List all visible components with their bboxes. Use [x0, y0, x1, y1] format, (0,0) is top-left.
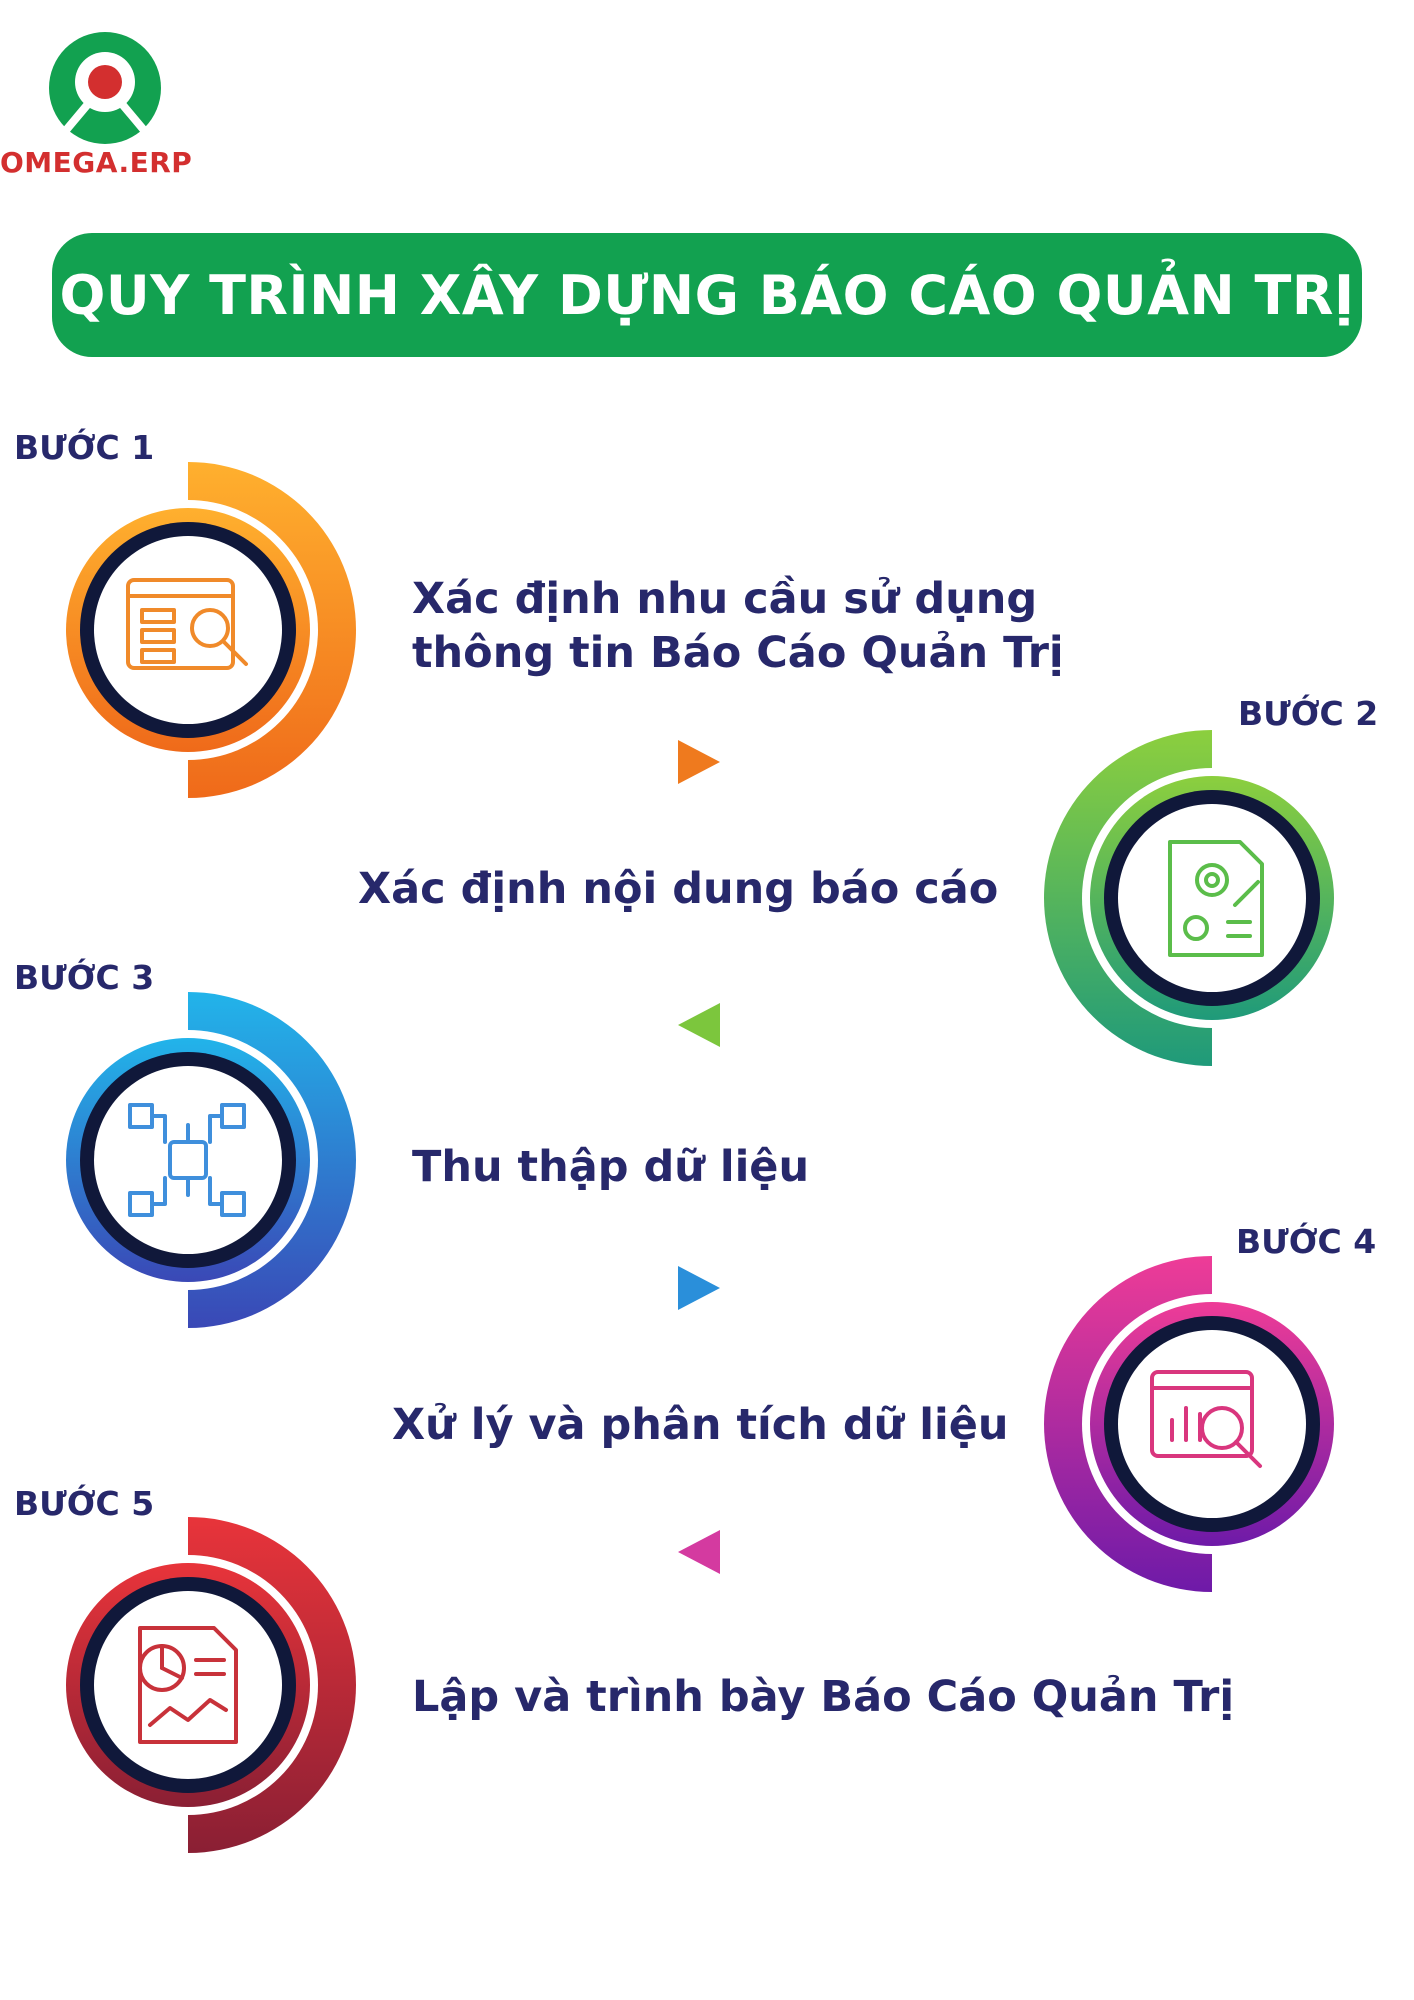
step-3-connector: [10, 1005, 720, 1310]
web-search-icon: [126, 578, 248, 670]
step-4-description: Xử lý và phân tích dữ liệu: [392, 1400, 1009, 1450]
step-1-ring: [58, 462, 356, 798]
step-4-label: BƯỚC 4: [1236, 1222, 1377, 1261]
step-2-label: BƯỚC 2: [1238, 694, 1379, 733]
step-4-ring: [1044, 1256, 1342, 1592]
circuit-chip-icon: [128, 1103, 246, 1217]
step-3-ring: [58, 992, 356, 1328]
document-settings-icon: [1168, 840, 1264, 957]
step-5-connector: [10, 1532, 1221, 1821]
brand-name: OMEGA.ERP: [0, 146, 193, 179]
chart-analysis-icon: [1150, 1370, 1262, 1468]
title-banner: QUY TRÌNH XÂY DỰNG BÁO CÁO QUẢN TRỊ: [52, 233, 1362, 357]
page-title: QUY TRÌNH XÂY DỰNG BÁO CÁO QUẢN TRỊ: [59, 263, 1355, 327]
report-pie-chart-icon: [138, 1626, 238, 1744]
step-1-description-line-2: thông tin Báo Cáo Quản Trị: [412, 628, 1064, 678]
omega-erp-pin-logo: [49, 32, 161, 144]
step-4-connector: [678, 1268, 1390, 1574]
step-1-label: BƯỚC 1: [14, 428, 155, 467]
step-2-ring: [1044, 730, 1342, 1066]
step-5-description: Lập và trình bày Báo Cáo Quản Trị: [412, 1672, 1235, 1722]
step-5-label: BƯỚC 5: [14, 1484, 155, 1523]
step-3-label: BƯỚC 3: [14, 958, 155, 997]
step-1-description-line-1: Xác định nhu cầu sử dụng: [412, 574, 1038, 624]
step-2-connector: [678, 742, 1390, 1047]
step-1-connector: [10, 475, 1221, 784]
step-2-description: Xác định nội dung báo cáo: [358, 864, 999, 914]
step-5-ring: [58, 1517, 356, 1853]
step-3-description: Thu thập dữ liệu: [412, 1142, 810, 1192]
